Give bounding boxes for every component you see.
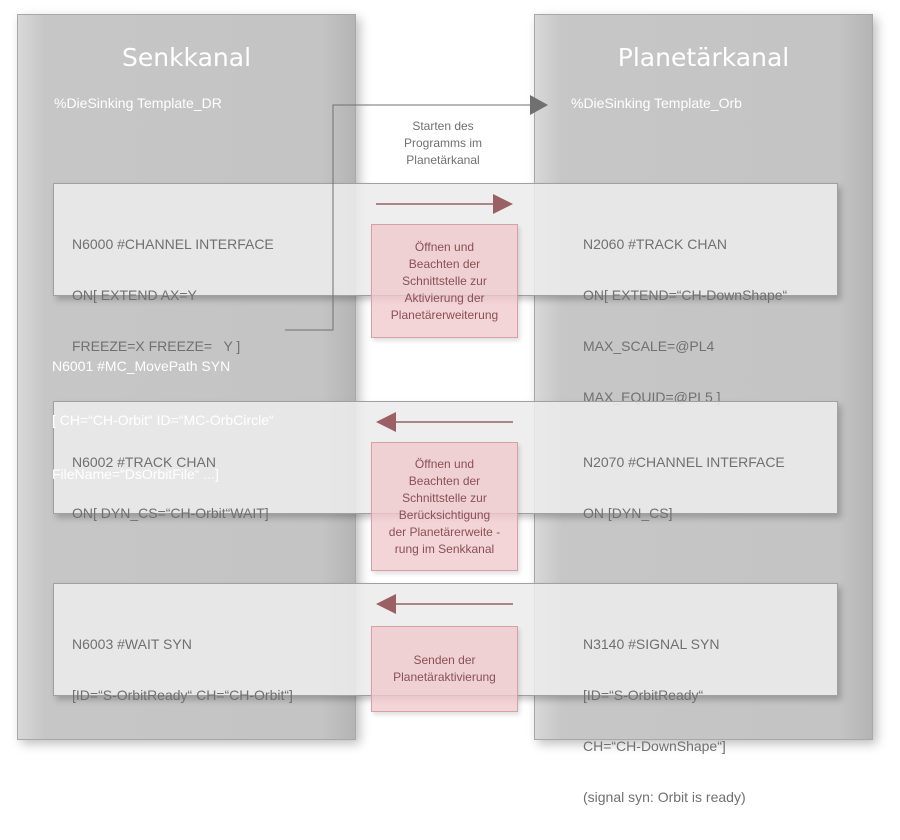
note-line: der Planetärerweite - bbox=[388, 524, 501, 539]
code-line: [ CH=“CH-Orbit“ ID=“MC-OrbCircle“ bbox=[52, 412, 274, 428]
note-line: Berücksichtigung bbox=[398, 507, 491, 522]
code-block-n6000: N6000 #CHANNEL INTERFACE ON[ EXTEND AX=Y… bbox=[72, 202, 274, 389]
code-line: CH=“CH-DownShape“] bbox=[583, 738, 726, 754]
code-line: N2060 #TRACK CHAN bbox=[583, 236, 727, 252]
code-line: ON[ EXTEND AX=Y bbox=[72, 287, 197, 303]
note-line: Planetärerweiterung bbox=[390, 307, 499, 322]
lane-title-right: Planetärkanal bbox=[617, 43, 790, 72]
note-line: Beachten der bbox=[408, 256, 481, 271]
sinker-block-n6001: N6001 #MC_MovePath SYN [ CH=“CH-Orbit“ I… bbox=[52, 321, 274, 501]
code-line: [ID=“S-OrbitReady“ bbox=[583, 687, 704, 703]
lane-title-left: Senkkanal bbox=[121, 43, 252, 72]
program-name-left: %DieSinking Template_DR bbox=[54, 95, 222, 111]
code-line: N6001 #MC_MovePath SYN bbox=[52, 358, 231, 374]
note-send-activation: Senden der Planetäraktivierung bbox=[371, 626, 518, 712]
code-line: N3140 #SIGNAL SYN bbox=[583, 636, 720, 652]
start-label-line: Programms im bbox=[403, 136, 482, 150]
code-block-n6002: N6002 #TRACK CHAN ON[ DYN_CS=“CH-Orbit“W… bbox=[72, 420, 269, 556]
code-line: N6000 #CHANNEL INTERFACE bbox=[72, 236, 274, 252]
code-block-n2070: N2070 #CHANNEL INTERFACE ON [DYN_CS] bbox=[583, 420, 785, 556]
note-consideration-interface: Öffnen und Beachten der Schnittstelle zu… bbox=[371, 442, 518, 571]
note-line: Öffnen und bbox=[414, 456, 475, 471]
note-line: Beachten der bbox=[408, 473, 481, 488]
note-line: Senden der bbox=[413, 653, 476, 667]
note-activation-interface: Öffnen und Beachten der Schnittstelle zu… bbox=[371, 224, 518, 338]
note-line: Schnittstelle zur bbox=[402, 273, 487, 288]
code-line: FileName=“DsOrbitFile“ ...] bbox=[52, 466, 219, 482]
code-line: N2070 #CHANNEL INTERFACE bbox=[583, 454, 785, 470]
note-line: Aktivierung der bbox=[404, 290, 485, 305]
code-line: N6002 #TRACK CHAN bbox=[72, 454, 216, 470]
code-block-n3140: N3140 #SIGNAL SYN [ID=“S-OrbitReady“ CH=… bbox=[583, 602, 746, 840]
code-line: (signal syn: Orbit is ready) bbox=[583, 789, 746, 805]
code-block-n6003: N6003 #WAIT SYN [ID=“S-OrbitReady“ CH=“C… bbox=[72, 602, 293, 738]
start-program-label: Starten des Programms im Planetärkanal bbox=[373, 118, 513, 169]
code-line: FREEZE=X FREEZE= Y ] bbox=[72, 338, 241, 354]
program-name-right: %DieSinking Template_Orb bbox=[571, 95, 742, 111]
start-label-line: Starten des bbox=[412, 119, 474, 133]
note-line: Planetäraktivierung bbox=[393, 670, 496, 684]
note-line: Öffnen und bbox=[414, 239, 475, 254]
code-line: MAX_SCALE=@PL4 bbox=[583, 338, 715, 354]
code-line: ON[ EXTEND=“CH-DownShape“ bbox=[583, 287, 788, 303]
start-label-line: Planetärkanal bbox=[406, 153, 480, 167]
code-line: ON[ DYN_CS=“CH-Orbit“WAIT] bbox=[72, 505, 269, 521]
code-line: ON [DYN_CS] bbox=[583, 505, 673, 521]
note-line: rung im Senkkanal bbox=[394, 541, 495, 556]
code-line: N6003 #WAIT SYN bbox=[72, 636, 192, 652]
note-line: Schnittstelle zur bbox=[402, 490, 487, 505]
code-line: [ID=“S-OrbitReady“ CH=“CH-Orbit“] bbox=[72, 687, 293, 703]
